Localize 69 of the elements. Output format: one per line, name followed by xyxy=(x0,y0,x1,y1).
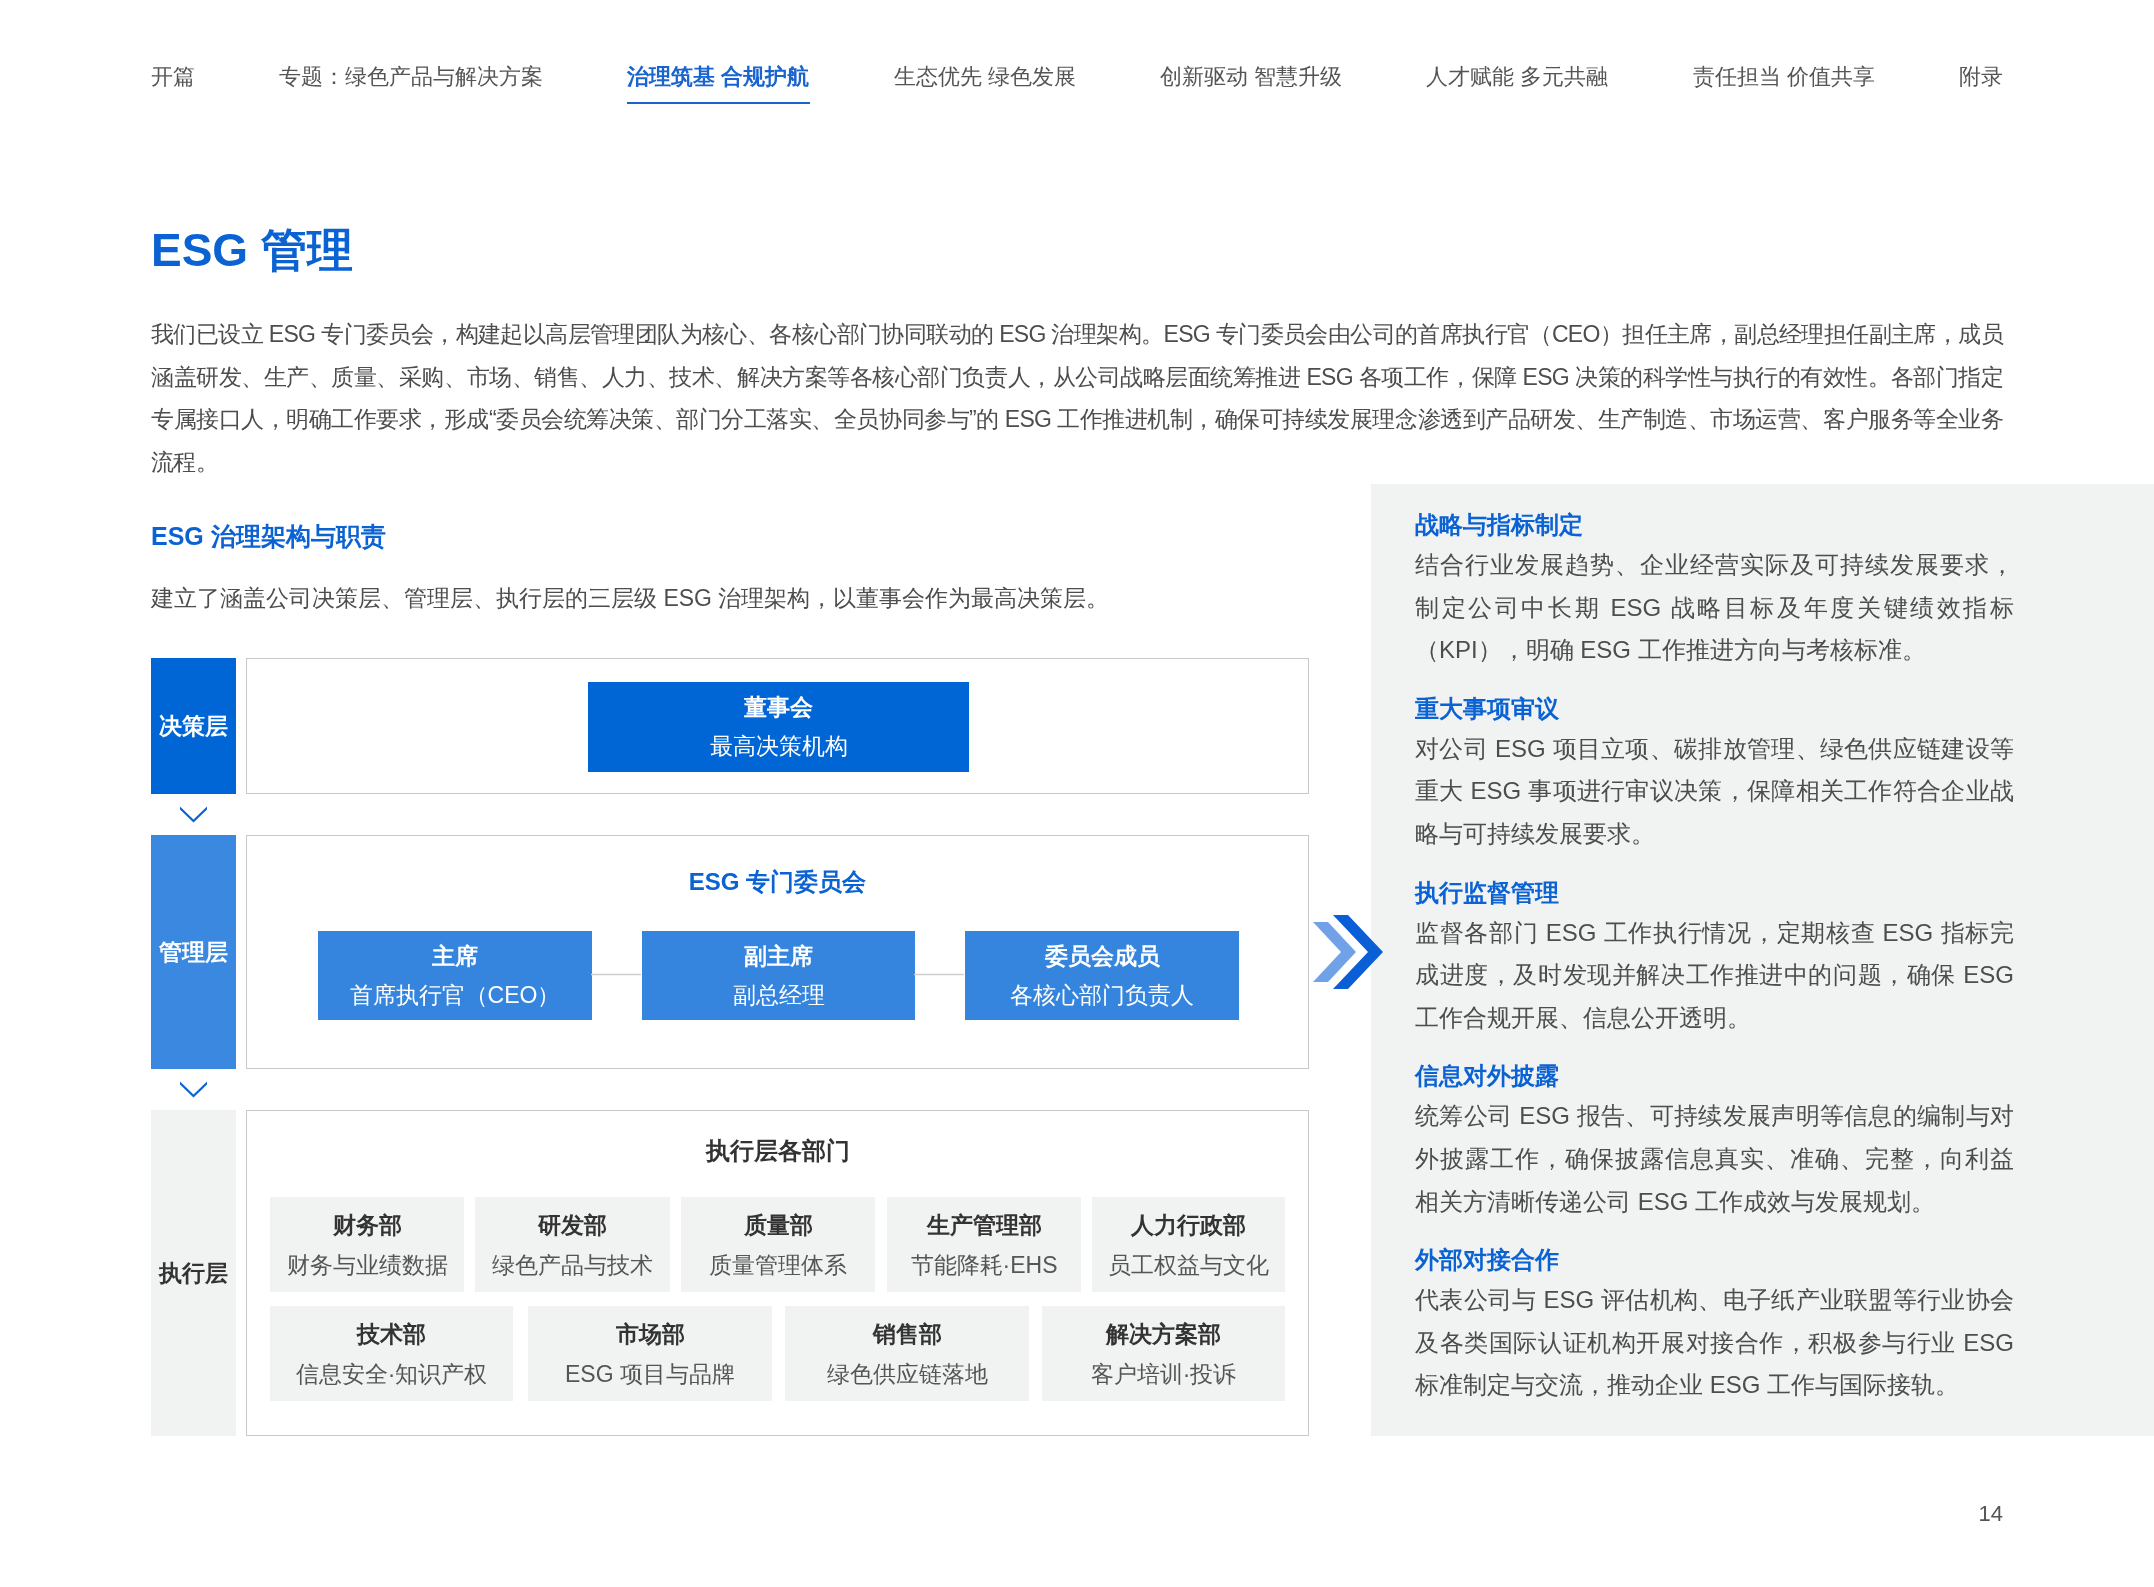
department-duty: 信息安全·知识产权 xyxy=(295,1359,488,1389)
tier-frame xyxy=(246,658,1309,794)
role-holder: 最高决策机构 xyxy=(709,732,848,761)
department-name: 销售部 xyxy=(872,1319,942,1349)
connector-line xyxy=(590,973,642,976)
role-holder: 各核心部门负责人 xyxy=(1010,980,1194,1010)
tier-title: 执行层各部门 xyxy=(705,1135,850,1166)
duty-text: 统筹公司 ESG 报告、可持续发展声明等信息的编制与对外披露工作，确保披露信息真实、准确、完整，向利益相关方清晰传递公司 ESG 工作成效与发展规划。 xyxy=(1415,1101,2014,1217)
chevron-arrowhead xyxy=(180,806,207,823)
tier-frame xyxy=(246,835,1309,1069)
intro-paragraph: 我们已设立 ESG 专门委员会，构建起以高层管理团队为核心、各核心部门协同联动的 ESG 治理架构。ESG 专门委员会由公司的首席执行官（CEO）担任主席，副总经理担任副主席，成员涵盖研发、生产、质量、采购、市场、销售、人力、技术、解决方案等各核心部门负责人，从公司战略层面统筹推进 ESG 各项工作，保障 ESG 决策的科学性与执行的有效性。各部门指定专属接口人，明确工作要求，形成“委员会统筹决策、部门分工落实、全员协同参与”的 ESG 工作推进机制，确保可持续发展理念渗透到产品研发、生产制造、市场运营、客户服务等全业务流程。 xyxy=(151,320,2003,477)
tier-frame xyxy=(246,1110,1309,1436)
department-name: 市场部 xyxy=(615,1319,685,1349)
page-number: 14 xyxy=(1978,1500,2003,1528)
department-name: 技术部 xyxy=(357,1319,426,1349)
connector-line xyxy=(913,973,965,976)
nav-label: 专题：绿色产品与解决方案 xyxy=(279,63,544,91)
department-duty: 员工权益与文化 xyxy=(1108,1250,1269,1280)
double-chevron-arrow xyxy=(1313,915,1383,989)
role-holder: 副总经理 xyxy=(732,980,825,1010)
duty-heading: 执行监督管理 xyxy=(1415,877,1560,908)
duty-text: 对公司 ESG 项目立项、碳排放管理、绿色供应链建设等重大 ESG 事项进行审议决策，保障相关工作符合企业战略与可持续发展要求。 xyxy=(1415,733,2014,849)
department-name: 财务部 xyxy=(332,1210,402,1240)
page-title: ESG 管理 xyxy=(151,223,353,278)
role-title: 董事会 xyxy=(744,693,813,722)
role-box xyxy=(588,682,969,772)
department-name: 人力行政部 xyxy=(1131,1210,1246,1240)
chevron-arrowhead xyxy=(180,1081,207,1098)
active-nav-label: 治理筑基 合规护航 xyxy=(627,62,810,104)
nav-label: 责任担当 价值共享 xyxy=(1692,63,1875,91)
nav-label: 附录 xyxy=(1958,63,2003,91)
section-description: 建立了涵盖公司决策层、管理层、执行层的三层级 ESG 治理架构，以董事会作为最高决策层。 xyxy=(151,584,1111,613)
nav-label: 生态优先 绿色发展 xyxy=(893,63,1076,91)
layer-name: 管理层 xyxy=(159,938,228,967)
duties-panel xyxy=(1371,484,2154,1436)
layer-name: 决策层 xyxy=(159,712,228,741)
tier-title: ESG 专门委员会 xyxy=(688,866,867,897)
duty-text: 代表公司与 ESG 评估机构、电子纸产业联盟等行业协会及各类国际认证机构开展对接合作，积极参与行业 ESG 标准制定与交流，推动企业 ESG 工作与国际接轨。 xyxy=(1415,1285,2014,1401)
department-duty: 绿色产品与技术 xyxy=(492,1250,653,1280)
role-box xyxy=(318,931,592,1020)
department-duty: 质量管理体系 xyxy=(709,1250,847,1280)
department-duty: 节能降耗·EHS xyxy=(910,1250,1058,1280)
role-box xyxy=(965,931,1239,1020)
section-heading: ESG 治理架构与职责 xyxy=(151,521,386,552)
department-duty: ESG 项目与品牌 xyxy=(565,1359,735,1389)
department-duty: 财务与业绩数据 xyxy=(286,1250,448,1280)
duty-heading: 外部对接合作 xyxy=(1415,1245,1560,1276)
role-holder: 首席执行官（CEO） xyxy=(349,980,561,1010)
department-name: 生产管理部 xyxy=(926,1210,1042,1240)
nav-label: 人才赋能 多元共融 xyxy=(1426,63,1609,91)
department-duty: 客户培训·投诉 xyxy=(1090,1359,1237,1389)
duty-heading: 重大事项审议 xyxy=(1415,693,1560,724)
duty-text: 监督各部门 ESG 工作执行情况，定期核查 ESG 指标完成进度，及时发现并解决工作推进中的问题，确保 ESG 工作合规开展、信息公开透明。 xyxy=(1415,917,2014,1033)
role-title: 副主席 xyxy=(744,941,813,971)
department-name: 质量部 xyxy=(743,1210,813,1240)
nav-label: 开篇 xyxy=(151,63,195,91)
role-box xyxy=(642,931,915,1020)
duty-text: 结合行业发展趋势、企业经营实际及可持续发展要求，制定公司中长期 ESG 战略目标及年度关键绩效指标（KPI），明确 ESG 工作推进方向与考核标准。 xyxy=(1415,550,2014,666)
department-duty: 绿色供应链落地 xyxy=(826,1359,988,1389)
layer-name: 执行层 xyxy=(159,1259,228,1288)
duty-heading: 信息对外披露 xyxy=(1415,1061,1560,1092)
duty-heading: 战略与指标制定 xyxy=(1415,510,1584,540)
layer-tab xyxy=(151,658,236,794)
role-title: 委员会成员 xyxy=(1044,941,1160,971)
role-title: 主席 xyxy=(432,941,478,971)
nav-label: 创新驱动 智慧升级 xyxy=(1160,63,1343,91)
department-name: 研发部 xyxy=(538,1210,607,1240)
department-name: 解决方案部 xyxy=(1106,1319,1221,1349)
layer-tab xyxy=(151,835,236,1069)
